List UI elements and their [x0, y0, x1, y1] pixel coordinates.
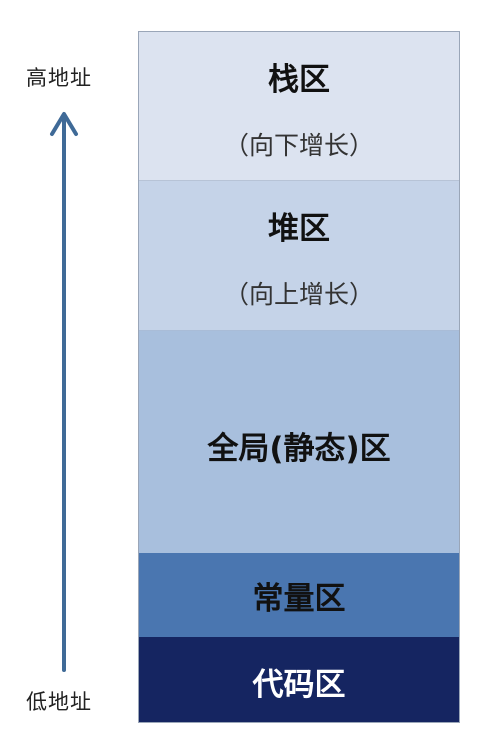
- up-arrowhead-icon: [50, 112, 78, 136]
- low-address-label: 低地址: [26, 690, 92, 714]
- code-region-title: 代码区: [252, 667, 346, 703]
- constant-region-title: 常量区: [252, 581, 346, 617]
- stack-region: 栈区 （向下增长）: [139, 32, 459, 181]
- heap-region: 堆区 （向上增长）: [139, 181, 459, 331]
- stack-region-title: 栈区: [268, 62, 330, 98]
- global-static-region: 全局(静态)区: [139, 331, 459, 553]
- constant-region: 常量区: [139, 553, 459, 637]
- global-static-region-title: 全局(静态)区: [207, 431, 391, 467]
- high-address-label: 高地址: [26, 66, 92, 90]
- heap-region-note: （向上增长）: [223, 280, 374, 309]
- memory-layout: 栈区 （向下增长） 堆区 （向上增长） 全局(静态)区 常量区 代码区: [138, 31, 460, 723]
- code-region: 代码区: [139, 637, 459, 722]
- stack-region-note: （向下增长）: [223, 131, 374, 160]
- heap-region-title: 堆区: [268, 211, 330, 247]
